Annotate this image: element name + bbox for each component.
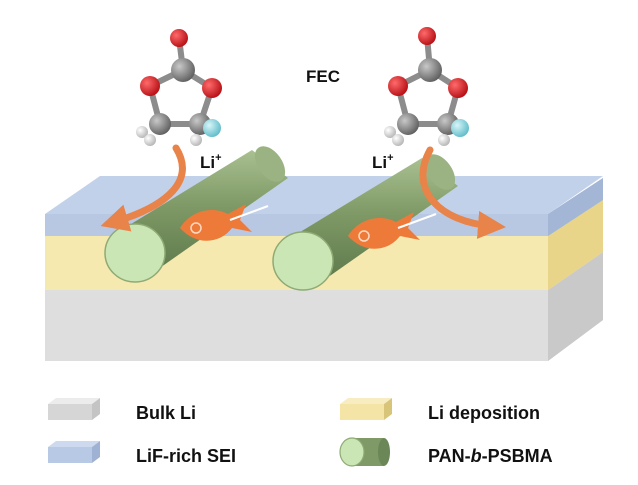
sei-top-surface (45, 176, 603, 214)
legend-item-lif-rich-sei: LiF-rich SEI (48, 441, 236, 466)
flux-arrow-1 (100, 144, 186, 232)
li-ion-label-2: Li+ (372, 152, 394, 172)
flux-arrow-2 (419, 146, 506, 239)
legend-label-pan-b-psbma: PAN-b-PSBMA (428, 446, 553, 466)
legend-label-sei: LiF-rich SEI (136, 446, 236, 466)
legend-swatch-bulk-li (48, 404, 92, 420)
zwitterion-glyph-2 (348, 212, 437, 249)
li-ion-label-1: Li+ (200, 152, 222, 172)
fec-molecule-2 (384, 27, 469, 146)
legend-swatch-li-deposition (340, 404, 384, 420)
legend-item-li-deposition: Li deposition (340, 398, 540, 423)
legend-item-pan-b-psbma: PAN-b-PSBMA (339, 437, 553, 467)
bulk-li-layer (45, 252, 603, 361)
legend-swatch-sei (48, 447, 92, 463)
legend-label-li-deposition: Li deposition (428, 403, 540, 423)
rod-2-end-face (272, 231, 334, 291)
rod-1-end-face (104, 223, 166, 283)
legend-item-bulk-li: Bulk Li (48, 398, 196, 423)
fec-molecule-1 (136, 29, 222, 146)
legend-swatch-rod (339, 437, 365, 467)
legend: Bulk Li LiF-rich SEI Li deposition PAN-b… (48, 398, 553, 467)
polymer-rod-1 (104, 146, 288, 283)
fec-label: FEC (306, 67, 340, 86)
legend-label-bulk-li: Bulk Li (136, 403, 196, 423)
zwitterion-glyph-1 (180, 204, 269, 241)
